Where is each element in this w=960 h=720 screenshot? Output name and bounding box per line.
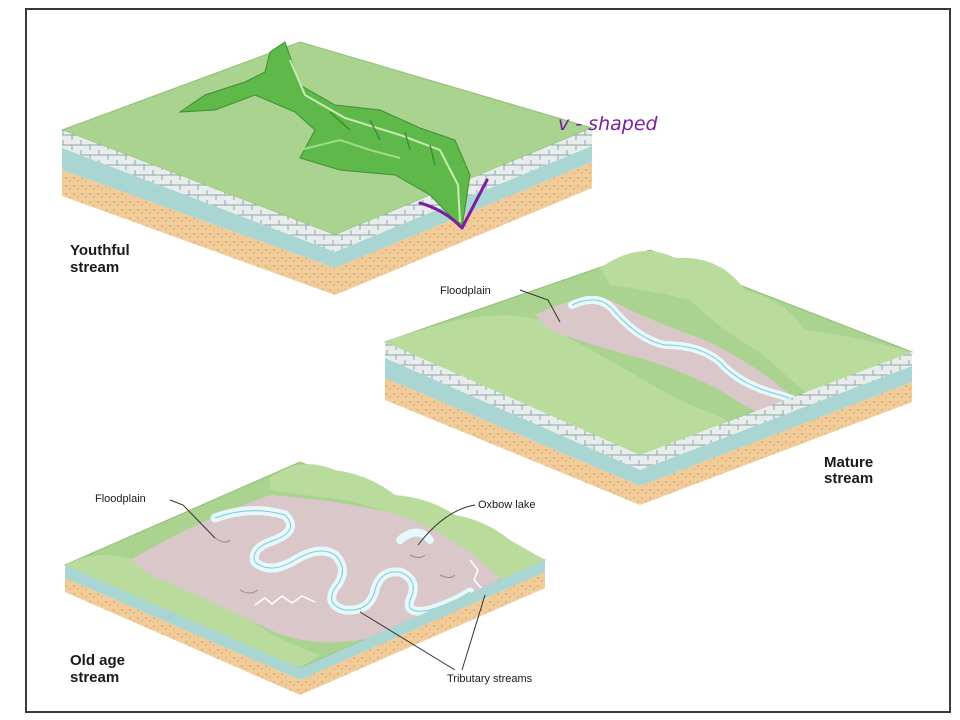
old-age-label-line2: stream [70,669,119,686]
mature-teal-layer [385,358,640,486]
v-check-mark [418,178,489,230]
mature-floodplain-leader [519,289,561,323]
old-age-teal-layer-right [300,560,545,680]
mature-teal-layer-right [640,366,912,486]
mature-label-line1: Mature [824,454,873,471]
youthful-stream-block: Youthful stream [60,41,594,295]
old-age-sand-layer [65,578,300,695]
oxbow-lake-label: Oxbow lake [478,499,535,511]
mature-brick-layer-right [640,352,912,470]
oxbow-lake [396,528,434,544]
v-shaped-handwritten-label: v - shaped [558,113,659,135]
old-age-label-line1: Old age [70,652,125,669]
youthful-v-valley [178,41,471,230]
tributary-stream-1 [254,595,316,606]
old-age-teal-layer [65,565,300,680]
old-age-hills-back [270,464,545,580]
mature-sand-layer [385,378,640,505]
mature-floodplain-label: Floodplain [440,285,491,297]
tributary-streams-label: Tributary streams [447,673,533,685]
tributary-leader-1 [359,611,456,671]
tributary-leader-2 [461,594,486,671]
mature-brick-layer [385,342,640,470]
old-age-hills-front [65,555,320,668]
mature-sand-layer-right [640,382,912,505]
mature-floodplain [535,299,830,428]
mature-stream-block: Floodplain Mature stream [383,249,914,505]
youthful-sand-layer-right [335,162,592,295]
mature-hills-right [600,250,912,412]
youthful-sand-layer [62,170,335,295]
youthful-teal-layer [62,148,335,268]
v-shaped-annotation: v - shaped [418,113,659,230]
oxbow-lake-leader [417,504,476,546]
old-age-sand-layer-right [300,572,545,695]
youthful-label-line1: Youthful [70,242,130,259]
youthful-label-line2: stream [70,259,119,276]
old-age-floodplain-label: Floodplain [95,493,146,505]
old-age-stream-block: Floodplain Oxbow lake Tributary streams … [63,461,547,695]
mature-hills-left [385,315,745,455]
youthful-brick-layer [62,130,335,252]
mature-label-line2: stream [824,470,873,487]
old-age-floodplain-leader [169,499,216,539]
